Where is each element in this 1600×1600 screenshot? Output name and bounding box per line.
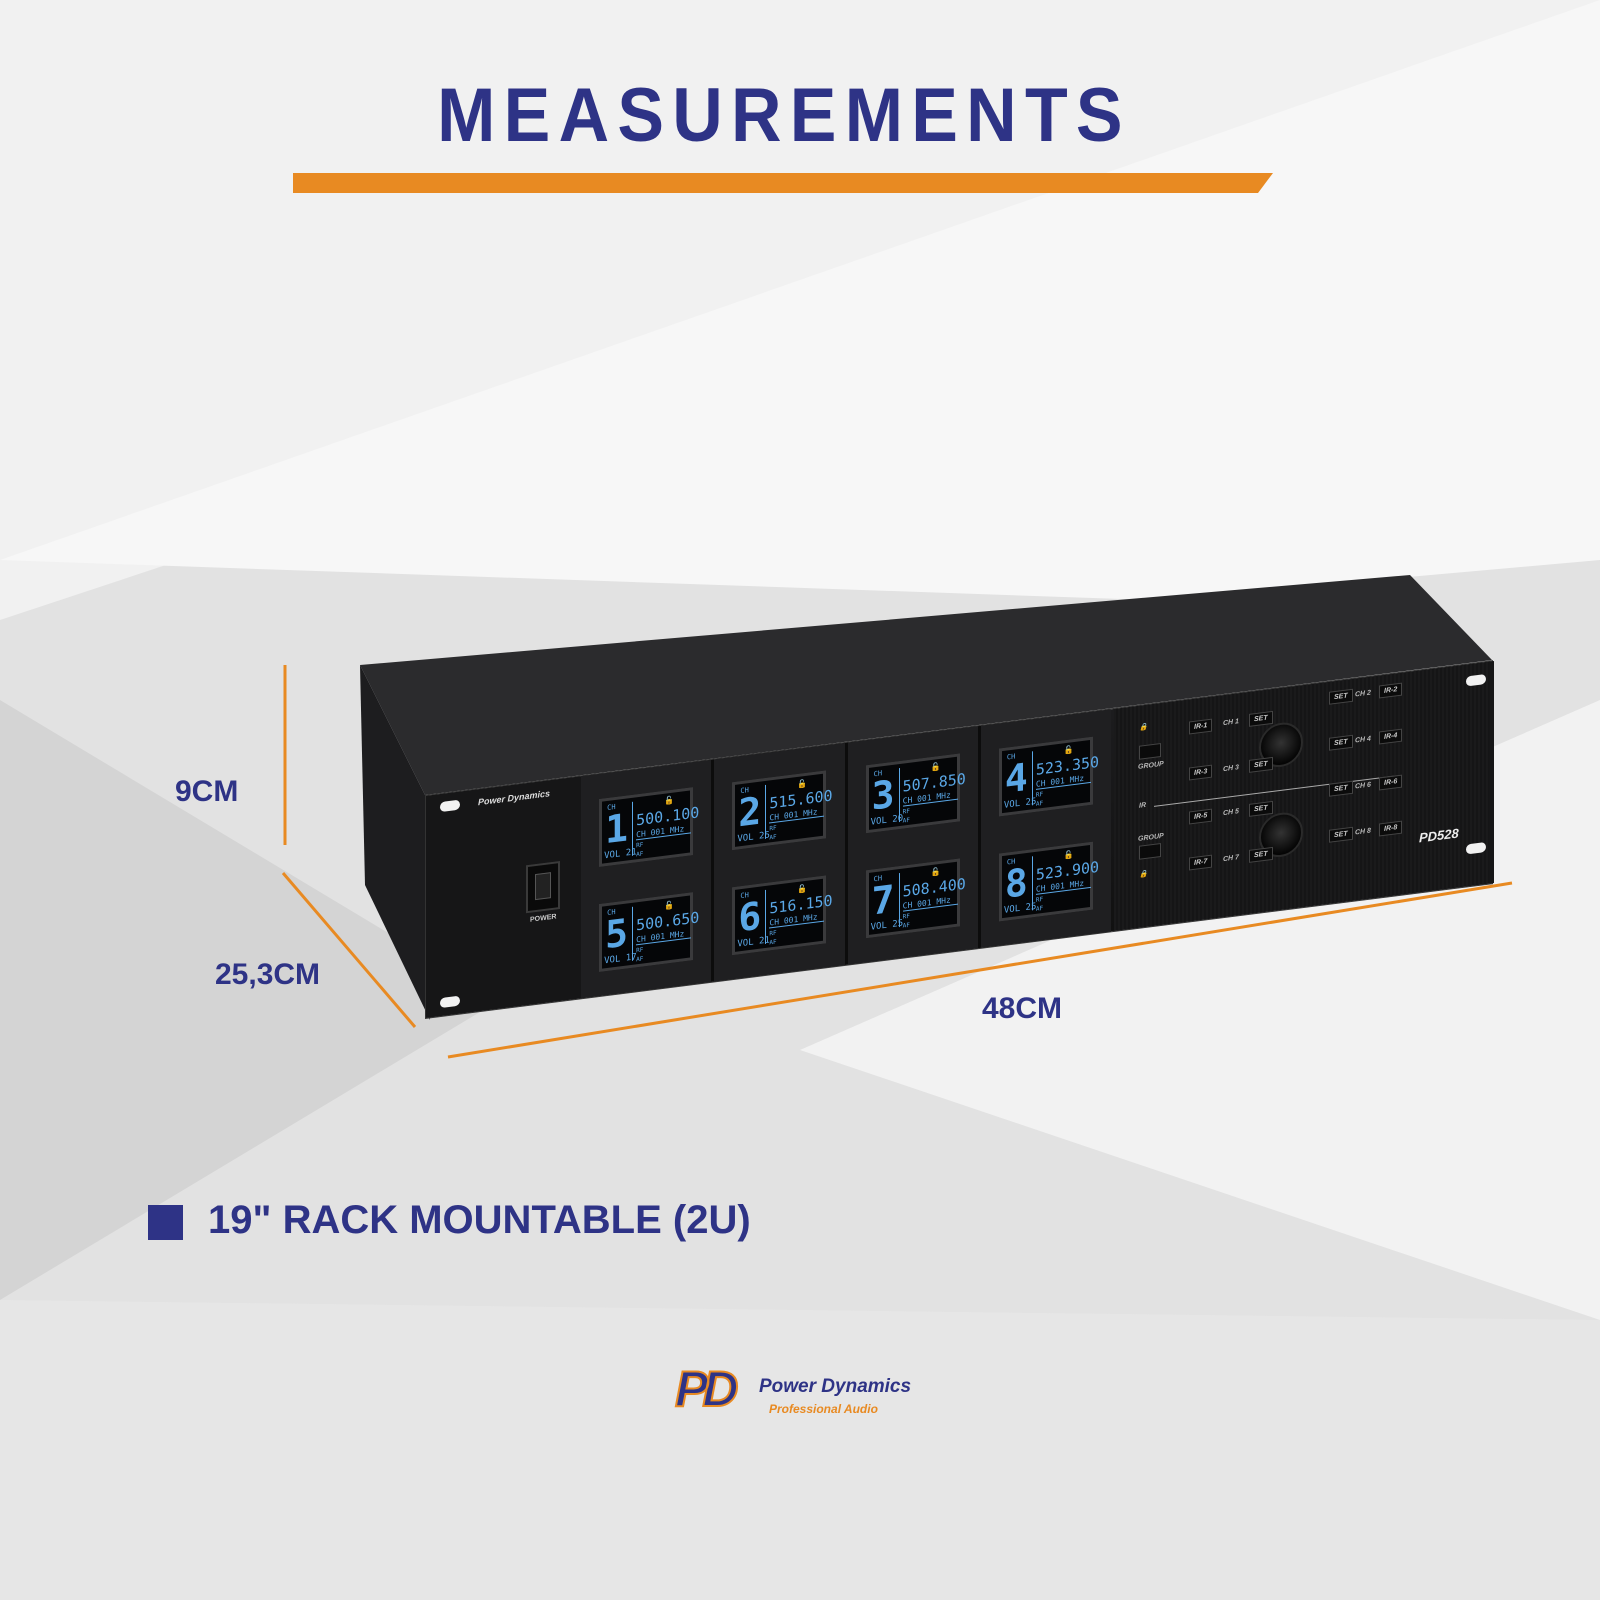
channel-display: CH 1 VOL 21 🔓 500.100 CH 001 MHz RF AF: [599, 786, 699, 867]
group-button-bottom[interactable]: [1139, 843, 1161, 860]
ir-sync-button[interactable]: IR-4: [1379, 728, 1403, 745]
ir-sync-button[interactable]: IR-7: [1189, 854, 1213, 871]
rf-meter-label: RF: [1035, 895, 1044, 904]
channel-label: CH 8: [1355, 827, 1371, 837]
af-meter-label: AF: [769, 938, 777, 946]
width-dimension-line: [447, 881, 1513, 1059]
ir-sync-button[interactable]: IR-8: [1379, 820, 1403, 837]
set-button[interactable]: SET: [1329, 780, 1353, 797]
channel-display: CH 7 VOL 25 🔓 508.400 CH 001 MHz RF AF: [865, 857, 966, 938]
af-meter-label: AF: [902, 921, 910, 930]
model-label: PD528: [1419, 825, 1459, 846]
channel-display: CH 2 VOL 25 🔓 515.600 CH 001 MHz RF AF: [732, 769, 833, 850]
af-meter-label: AF: [1035, 799, 1044, 808]
af-meter-label: AF: [636, 954, 644, 963]
ir-sync-button[interactable]: IR-2: [1379, 682, 1403, 699]
bullet-square: [148, 1205, 183, 1240]
depth-dimension-line: [281, 872, 417, 1028]
unlock-icon: 🔓: [930, 866, 941, 877]
receiver-module: CH 4 VOL 25 🔓 523.350 CH 001 MHz RF AF C…: [980, 709, 1111, 948]
feature-text: 19" RACK MOUNTABLE (2U): [208, 1198, 751, 1242]
af-meter-label: AF: [902, 816, 910, 825]
set-button[interactable]: SET: [1329, 826, 1353, 843]
page-title: MEASUREMENTS: [437, 73, 1131, 158]
group-label-top: GROUP: [1138, 760, 1164, 771]
height-label: 9CM: [175, 775, 239, 808]
channel-display: CH 8 VOL 25 🔓 523.900 CH 001 MHz RF AF: [998, 841, 1099, 922]
channel-number: 2: [738, 788, 762, 835]
receiver-module: CH 1 VOL 21 🔓 500.100 CH 001 MHz RF AF C…: [581, 759, 712, 999]
depth-label: 25,3CM: [215, 958, 321, 991]
receiver-module: CH 2 VOL 25 🔓 515.600 CH 001 MHz RF AF C…: [714, 743, 845, 982]
channel-label: CH 2: [1355, 689, 1371, 699]
channel-display: CH 4 VOL 25 🔓 523.350 CH 001 MHz RF AF: [998, 736, 1099, 817]
set-button[interactable]: SET: [1249, 756, 1273, 773]
rf-meter-label: RF: [902, 912, 910, 921]
set-button[interactable]: SET: [1329, 734, 1353, 751]
channel-number: 8: [1004, 859, 1028, 907]
ir-sync-button[interactable]: IR-6: [1379, 774, 1403, 791]
channel-number: 1: [605, 804, 629, 852]
ir-sync-button[interactable]: IR-3: [1189, 764, 1213, 781]
unlock-icon: 🔓: [930, 761, 941, 772]
channel-number: 5: [605, 909, 629, 957]
left-rack-ear: Power Dynamics POWER: [426, 776, 581, 1018]
channel-number: 6: [738, 893, 762, 940]
af-meter-label: AF: [1035, 904, 1044, 913]
channel-label: CH 7: [1223, 854, 1239, 864]
unlock-icon: 🔓: [1063, 744, 1074, 755]
set-button[interactable]: SET: [1249, 800, 1273, 817]
receiver-module: CH 3 VOL 20 🔓 507.850 CH 001 MHz RF AF C…: [847, 726, 978, 965]
unlock-icon: 🔓: [664, 795, 675, 806]
group-label-bottom: GROUP: [1138, 832, 1164, 843]
channel-label: CH 6: [1355, 781, 1371, 791]
ir-label: IR: [1139, 801, 1146, 810]
channel-label: CH 4: [1355, 735, 1371, 745]
channel-display: CH 3 VOL 20 🔓 507.850 CH 001 MHz RF AF: [865, 752, 966, 833]
channel-number: 7: [871, 876, 895, 924]
channel-label: CH 5: [1223, 808, 1239, 818]
unlock-icon: 🔓: [797, 778, 808, 789]
unlock-icon: 🔓: [664, 900, 675, 911]
brand-logo: PD Power Dynamics Professional Audio: [674, 1360, 915, 1430]
rf-meter-label: RF: [636, 840, 644, 849]
channel-display: CH 5 VOL 17 🔓 500.650 CH 001 MHz RF AF: [599, 891, 699, 972]
brand-name: Power Dynamics: [759, 1376, 912, 1397]
group-button-top[interactable]: [1139, 743, 1161, 760]
rf-meter-label: RF: [1035, 790, 1044, 799]
title-underline: [293, 173, 1273, 193]
channel-label: CH 1: [1223, 718, 1239, 728]
ir-sync-button[interactable]: IR-5: [1189, 808, 1213, 825]
rf-meter-label: RF: [902, 807, 910, 816]
channel-label: CH 3: [1223, 764, 1239, 774]
channel-number: 4: [1004, 754, 1028, 802]
rf-meter-label: RF: [769, 824, 777, 832]
af-meter-label: AF: [769, 833, 777, 841]
set-button[interactable]: SET: [1249, 710, 1273, 727]
device-logo: Power Dynamics: [478, 788, 551, 808]
power-label: POWER: [530, 913, 557, 924]
unlock-icon: 🔓: [1063, 849, 1074, 860]
set-button[interactable]: SET: [1329, 688, 1353, 705]
channel-display: CH 6 VOL 21 🔓 516.150 CH 001 MHz RF AF: [732, 874, 833, 955]
lock-icon: 🔒: [1139, 723, 1148, 732]
ir-sync-button[interactable]: IR-1: [1189, 718, 1213, 735]
chassis-side: [360, 665, 430, 1020]
brand-mark: PD: [674, 1360, 740, 1418]
width-label: 48CM: [982, 992, 1063, 1025]
af-meter-label: AF: [636, 849, 644, 858]
channel-number: 3: [871, 771, 895, 819]
set-button[interactable]: SET: [1249, 846, 1273, 863]
rf-meter-label: RF: [769, 929, 777, 937]
power-switch[interactable]: [526, 860, 560, 914]
brand-tagline: Professional Audio: [769, 1402, 878, 1416]
unlock-icon: 🔓: [797, 883, 808, 894]
chassis-top: [360, 575, 1492, 795]
rf-meter-label: RF: [636, 945, 644, 954]
lock-icon: 🔒: [1139, 870, 1148, 879]
